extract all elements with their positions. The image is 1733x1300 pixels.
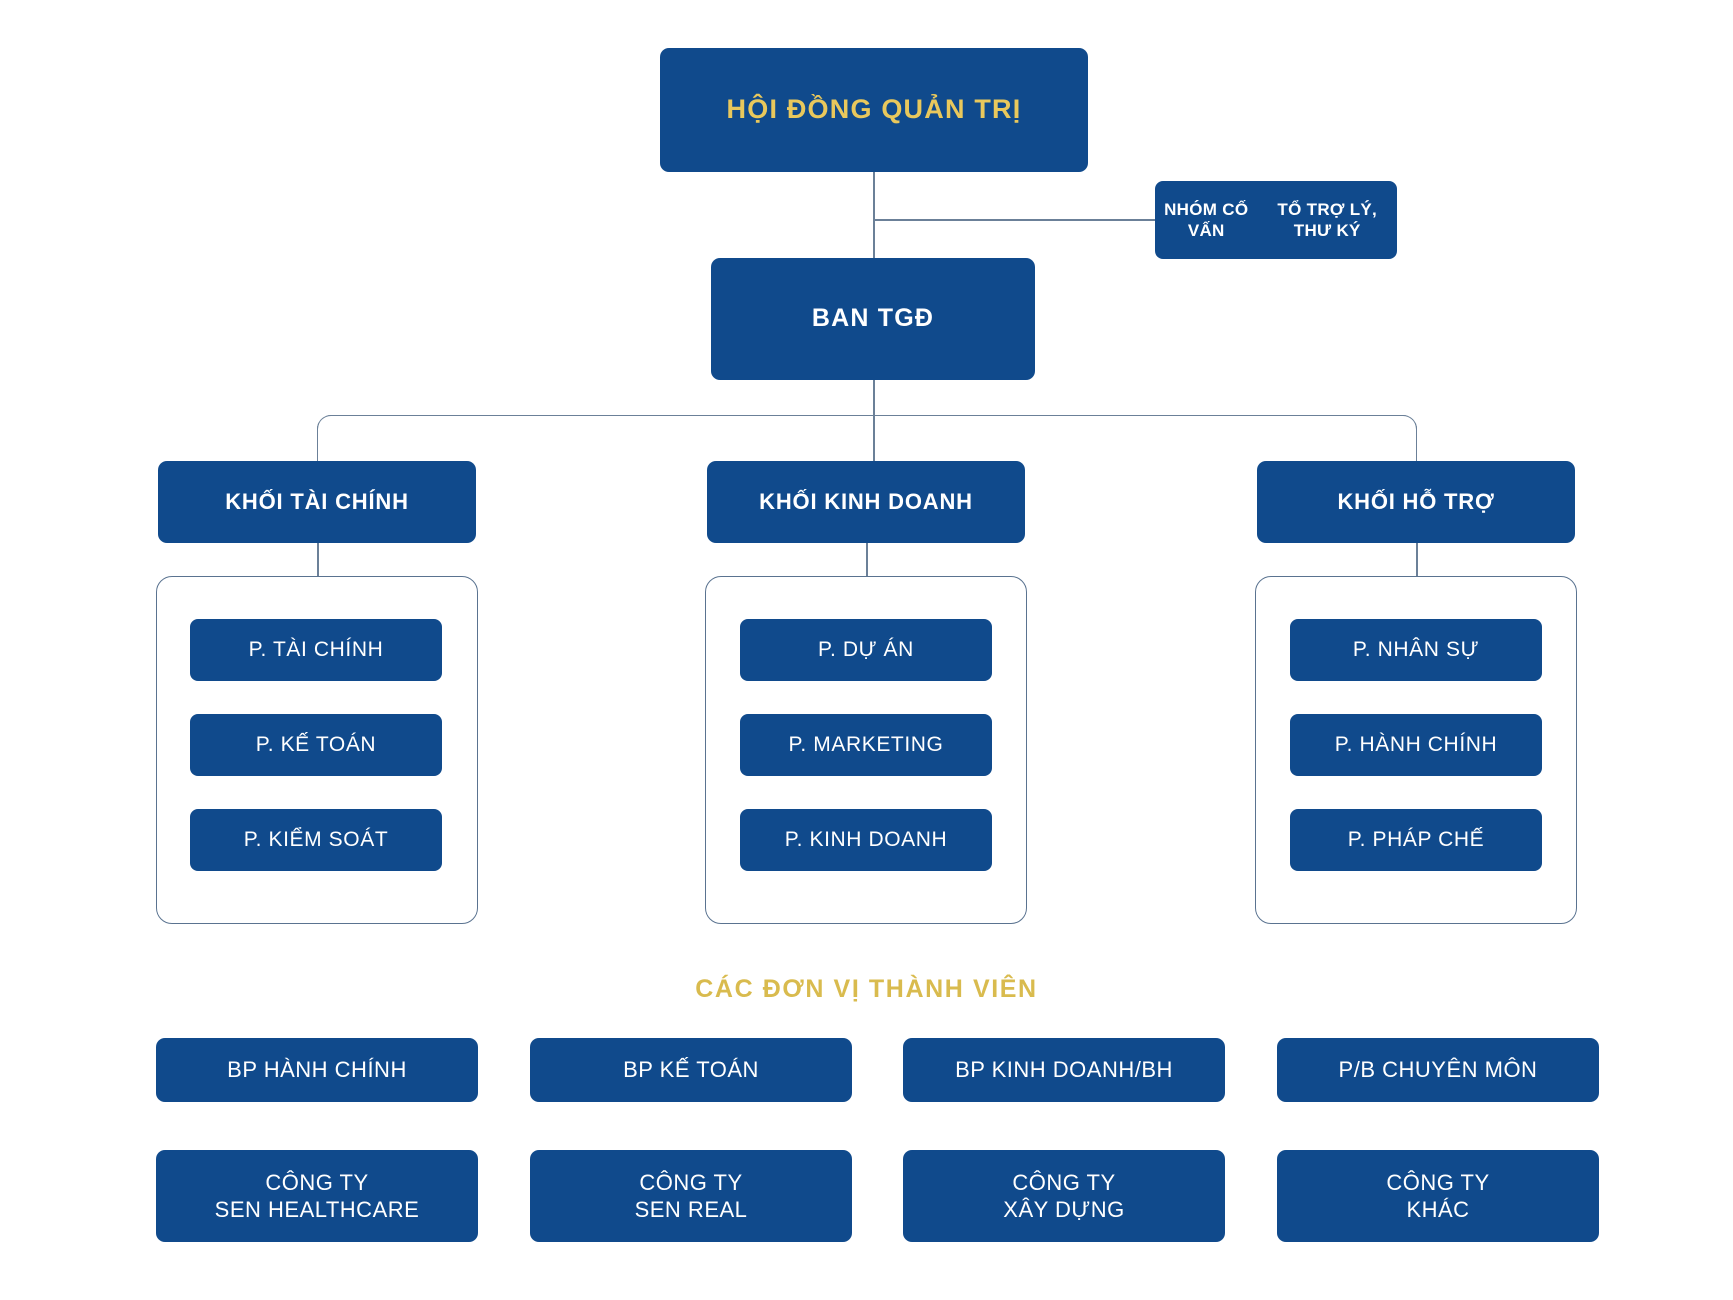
- member-company-box[interactable]: CÔNG TY XÂY DỰNG: [903, 1150, 1225, 1242]
- connector-div0-to-frame: [317, 543, 319, 577]
- node-board-of-directors[interactable]: HỘI ĐỒNG QUẢN TRỊ: [660, 48, 1088, 172]
- member-unit-box[interactable]: BP HÀNH CHÍNH: [156, 1038, 478, 1102]
- advisory-line-1: NHÓM CỐ VẤN: [1164, 199, 1249, 240]
- division-head-finance[interactable]: KHỐI TÀI CHÍNH: [158, 461, 476, 543]
- member-company-box[interactable]: CÔNG TY SEN HEALTHCARE: [156, 1150, 478, 1242]
- member-unit-box[interactable]: BP KẾ TOÁN: [530, 1038, 852, 1102]
- department-box[interactable]: P. KẾ TOÁN: [190, 714, 442, 776]
- member-company-box[interactable]: CÔNG TY KHÁC: [1277, 1150, 1599, 1242]
- member-unit-box[interactable]: BP KINH DOANH/BH: [903, 1038, 1225, 1102]
- connector-ceo-down: [873, 380, 875, 416]
- company-line-2: SEN HEALTHCARE: [214, 1197, 420, 1222]
- connector-div2-to-frame: [1416, 543, 1418, 577]
- member-units-section-title: CÁC ĐƠN VỊ THÀNH VIÊN: [695, 975, 1038, 1003]
- department-box[interactable]: P. KINH DOANH: [740, 809, 992, 871]
- company-line-1: CÔNG TY: [1386, 1169, 1490, 1195]
- company-line-2: KHÁC: [1406, 1197, 1470, 1222]
- department-box[interactable]: P. KIỂM SOÁT: [190, 809, 442, 871]
- company-line-1: CÔNG TY: [639, 1169, 743, 1195]
- company-line-2: SEN REAL: [634, 1197, 748, 1222]
- division-head-business[interactable]: KHỐI KINH DOANH: [707, 461, 1025, 543]
- connector-division-bus-line: [317, 415, 1417, 461]
- advisory-line-2: TỔ TRỢ LÝ, THƯ KÝ: [1277, 199, 1378, 240]
- department-box[interactable]: P. TÀI CHÍNH: [190, 619, 442, 681]
- department-box[interactable]: P. NHÂN SỰ: [1290, 619, 1542, 681]
- department-box[interactable]: P. DỰ ÁN: [740, 619, 992, 681]
- node-board-of-general-directors[interactable]: BAN TGĐ: [711, 258, 1035, 380]
- division-head-support[interactable]: KHỐI HỖ TRỢ: [1257, 461, 1575, 543]
- department-box[interactable]: P. PHÁP CHẾ: [1290, 809, 1542, 871]
- company-line-2: XÂY DỰNG: [1003, 1197, 1125, 1222]
- connector-bus-center-drop-2: [873, 415, 875, 461]
- connector-board-to-advisors: [873, 219, 1155, 221]
- department-box[interactable]: P. MARKETING: [740, 714, 992, 776]
- company-line-1: CÔNG TY: [265, 1169, 369, 1195]
- node-advisory-group[interactable]: NHÓM CỐ VẤN TỔ TRỢ LÝ, THƯ KÝ: [1155, 181, 1397, 259]
- department-box[interactable]: P. HÀNH CHÍNH: [1290, 714, 1542, 776]
- bus-inner-mask: [319, 416, 1415, 461]
- member-company-box[interactable]: CÔNG TY SEN REAL: [530, 1150, 852, 1242]
- company-line-1: CÔNG TY: [1012, 1169, 1116, 1195]
- connector-board-down: [873, 172, 875, 258]
- member-unit-box[interactable]: P/B CHUYÊN MÔN: [1277, 1038, 1599, 1102]
- connector-div1-to-frame: [866, 543, 868, 577]
